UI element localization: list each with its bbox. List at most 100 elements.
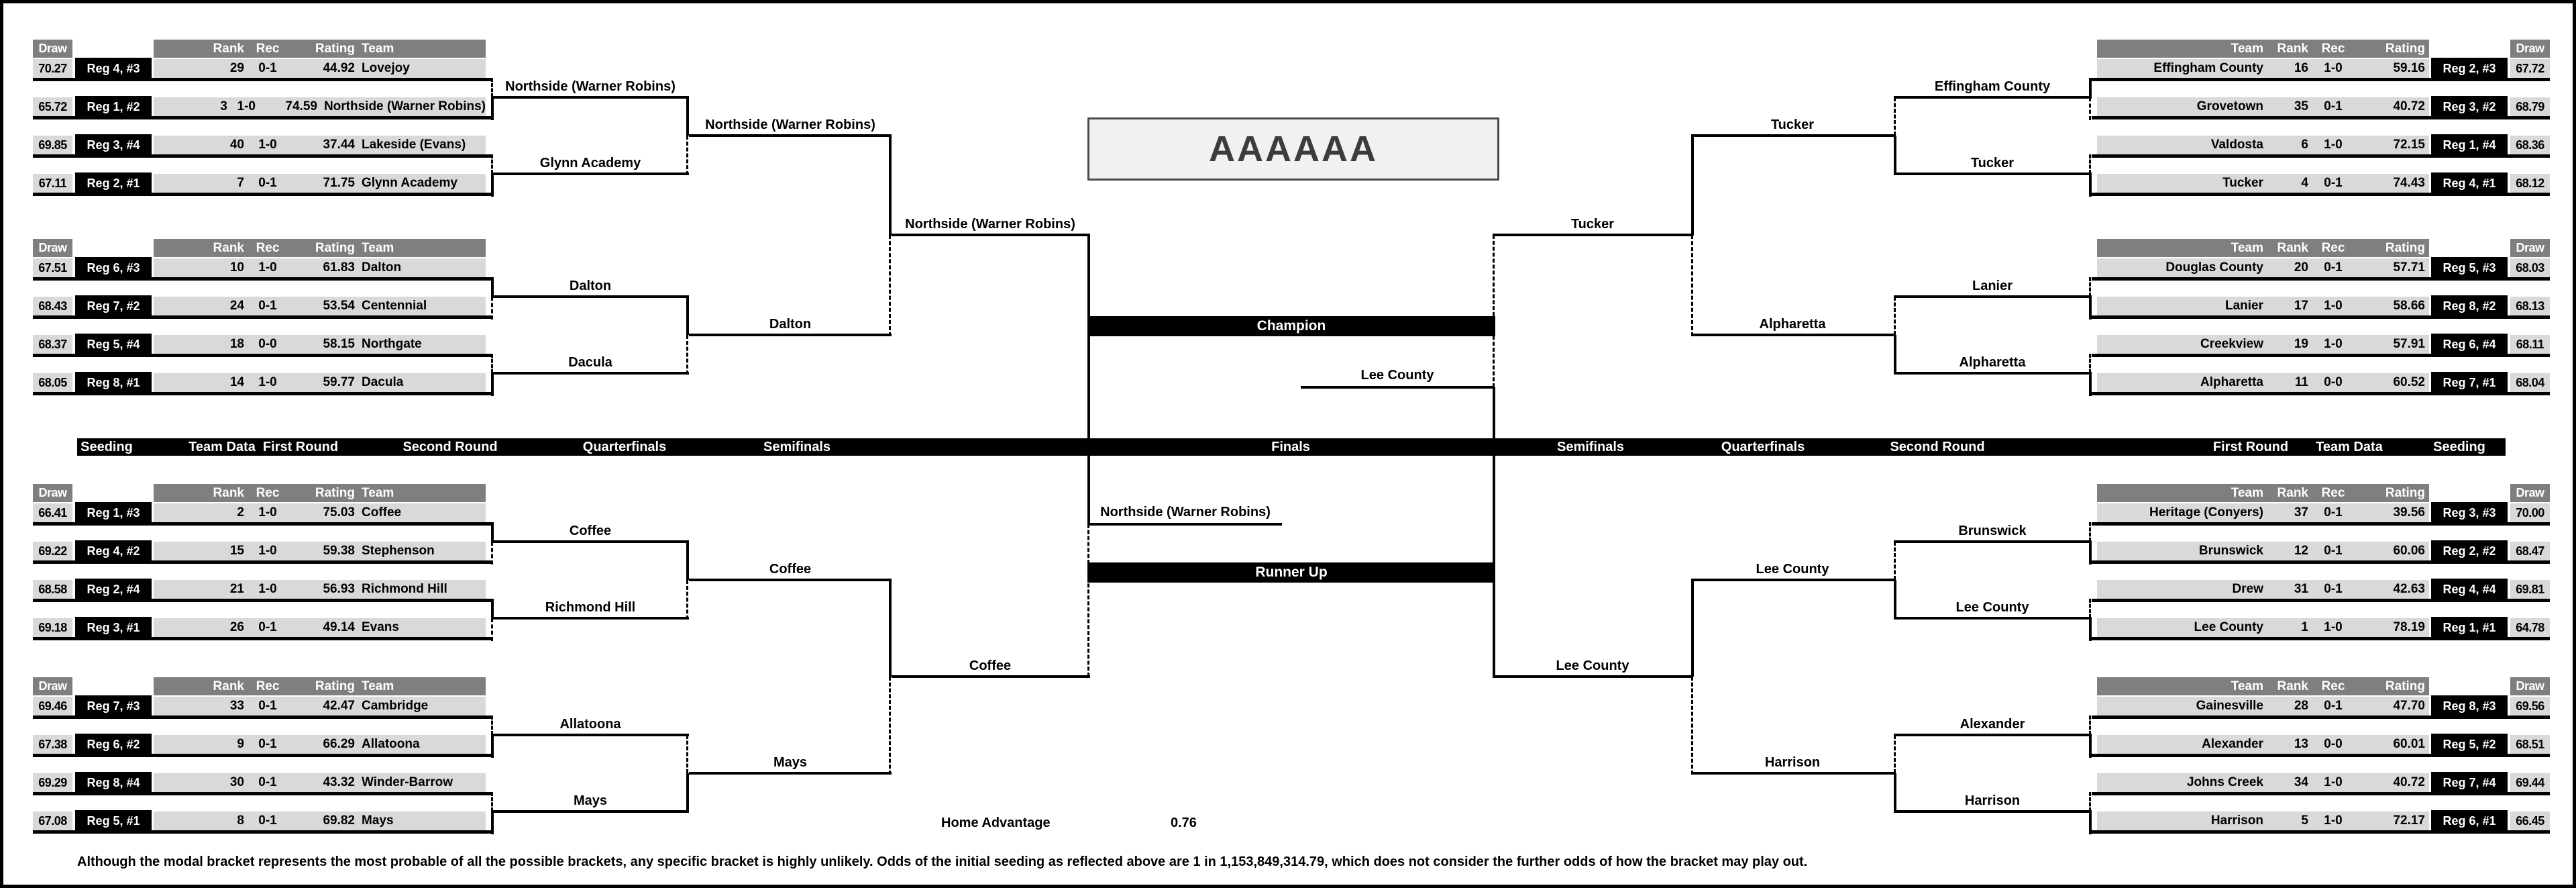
match-connector-top <box>2089 599 2091 618</box>
team-name: Alpharetta <box>2200 375 2263 389</box>
rating-value: 75.03 <box>323 505 355 520</box>
second-round-line <box>491 295 689 298</box>
row-underline <box>33 78 491 81</box>
rank-value: 34 <box>2294 775 2308 789</box>
rank-value: 29 <box>229 61 244 75</box>
second-round-winner-label: Lee County <box>1955 600 2029 615</box>
match-connector-bottom <box>2089 297 2092 319</box>
rank-header: Rank <box>213 679 244 693</box>
rating-value: 72.17 <box>2393 813 2425 828</box>
region-seed-cell: Reg 1, #4 <box>2431 134 2508 156</box>
rating-value: 53.54 <box>323 299 355 313</box>
rating-value: 69.82 <box>323 813 355 828</box>
row-underline <box>33 522 491 526</box>
team-name: Winder-Barrow <box>362 775 453 789</box>
row-underline <box>2092 754 2550 757</box>
champion-bar: Champion <box>1087 316 1495 336</box>
rating-value: 44.92 <box>323 61 355 75</box>
match-connector-bottom <box>2089 735 2092 758</box>
rank-header: Rank <box>2277 240 2308 255</box>
rank-value: 20 <box>2294 260 2308 275</box>
draw-header-cell: Draw <box>33 677 72 695</box>
semifinal-winner-label: Lee County <box>1556 658 1629 673</box>
draw-value-cell: 70.00 <box>2510 503 2550 522</box>
team-name: Drew <box>2232 582 2263 596</box>
sr-connector-top <box>686 735 688 773</box>
second-round-line <box>491 617 689 620</box>
rec-header: Rec <box>2321 240 2345 255</box>
rank-header: Rank <box>2277 485 2308 500</box>
sr-connector-top <box>1894 97 1896 136</box>
rec-value: 1-0 <box>2324 337 2343 351</box>
quarterfinal-winner-label: Coffee <box>769 562 812 577</box>
quarterfinal-winner-label: Tucker <box>1770 117 1815 132</box>
team-name: Evans <box>362 620 399 634</box>
draw-header-cell: Draw <box>33 40 72 58</box>
rank-value: 7 <box>237 176 244 190</box>
rec-value: 1-0 <box>258 260 277 275</box>
semifinal-winner-label: Tucker <box>1570 217 1615 232</box>
round-label: Team Data <box>2316 440 2383 454</box>
team-name: Heritage (Conyers) <box>2149 505 2263 520</box>
draw-value-cell: 68.58 <box>33 580 72 599</box>
rating-value: 58.66 <box>2393 299 2425 313</box>
row-underline <box>2092 78 2550 81</box>
rec-value: 0-0 <box>258 337 277 351</box>
rec-value: 0-0 <box>2324 737 2343 751</box>
rec-value: 1-0 <box>2324 299 2343 313</box>
team-name: Creekview <box>2200 337 2263 351</box>
draw-header-cell: Draw <box>33 239 72 257</box>
row-underline <box>2092 354 2550 357</box>
team-name: Dacula <box>362 375 404 389</box>
region-seed-cell: Reg 2, #4 <box>75 579 152 600</box>
rec-header: Rec <box>2321 679 2345 693</box>
second-round-line <box>1894 734 2092 736</box>
match-connector-top <box>491 354 493 373</box>
quarterfinal-line <box>689 134 892 137</box>
region-seed-cell: Reg 7, #2 <box>75 295 152 317</box>
team-name: Gainesville <box>2196 699 2263 713</box>
team-name: Dalton <box>362 260 402 275</box>
match-connector-bottom <box>491 373 494 396</box>
home-advantage-value: 0.76 <box>1171 816 1197 830</box>
team-name: Lee County <box>2194 620 2263 634</box>
rating-value: 61.83 <box>323 260 355 275</box>
region-seed-cell: Reg 7, #4 <box>2431 772 2508 793</box>
second-round-line <box>1894 540 2092 543</box>
rating-value: 78.19 <box>2393 620 2425 634</box>
match-connector-top <box>2089 78 2092 97</box>
rank-value: 31 <box>2294 582 2308 596</box>
quarterfinal-line <box>689 772 892 775</box>
quarterfinal-line <box>1691 334 1894 336</box>
rank-value: 2 <box>237 505 244 520</box>
match-connector-top <box>2089 354 2091 373</box>
draw-value-cell: 66.45 <box>2510 811 2550 830</box>
sr-connector-top <box>686 297 689 335</box>
rec-value: 0-1 <box>2324 176 2343 190</box>
rank-value: 18 <box>229 337 244 351</box>
rating-header: Rating <box>2385 240 2425 255</box>
team-name: Effingham County <box>2153 61 2263 75</box>
row-underline <box>2092 277 2550 281</box>
semifinal-line <box>1493 234 1691 236</box>
team-header: Team <box>362 41 394 56</box>
rank-value: 4 <box>2301 176 2308 190</box>
match-connector-top <box>2089 522 2091 542</box>
rank-value: 35 <box>2294 99 2308 113</box>
rating-value: 42.47 <box>323 699 355 713</box>
draw-header-cell: Draw <box>33 484 72 502</box>
team-name: Douglas County <box>2165 260 2263 275</box>
rating-header: Rating <box>2385 679 2425 693</box>
row-underline <box>33 277 491 281</box>
